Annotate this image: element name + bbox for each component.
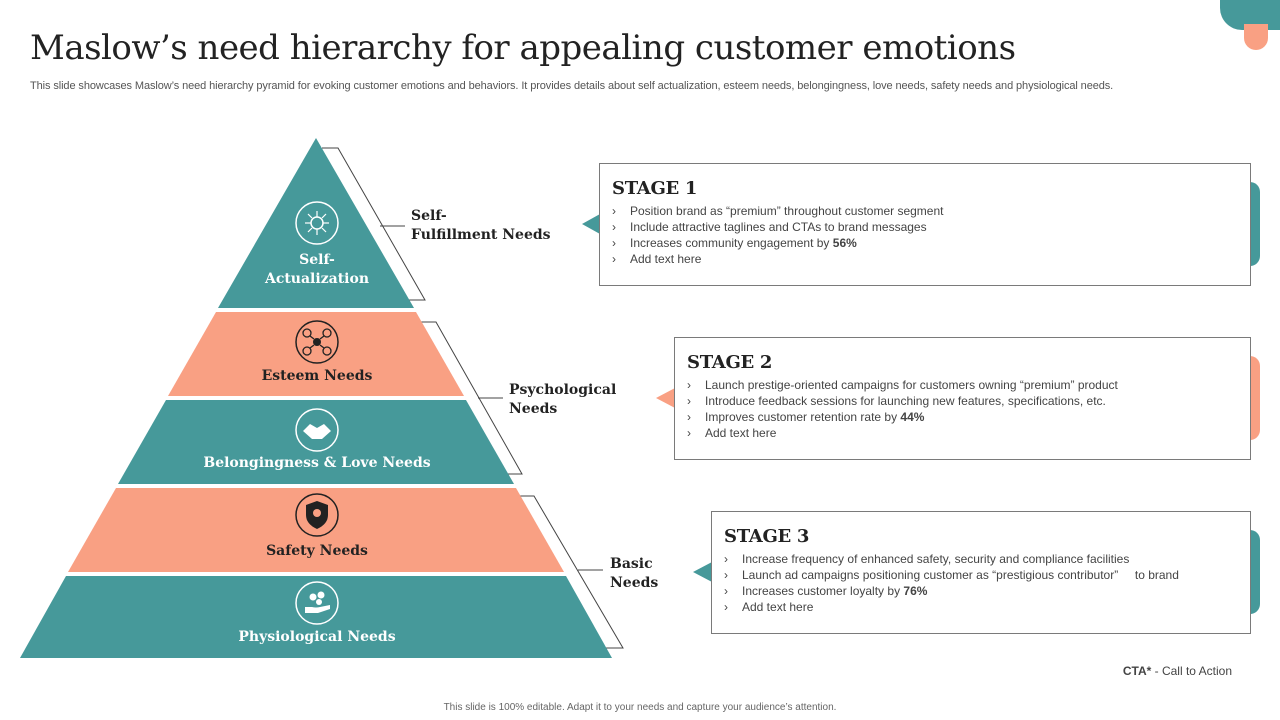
shield-person-icon — [295, 493, 339, 537]
stage1-item: Increases community engagement by 56% — [612, 235, 1238, 251]
level-label-self-actualization-line2: Actualization — [264, 271, 369, 287]
stage3-box: STAGE 3 Increase frequency of enhanced s… — [711, 511, 1251, 634]
footer-note: This slide is 100% editable. Adapt it to… — [443, 702, 837, 713]
stage1-side-tab — [1248, 182, 1260, 266]
page-subtitle: This slide showcases Maslow’s need hiera… — [30, 80, 1114, 92]
stage1-item: Add text here — [612, 251, 1238, 267]
stage2-title: STAGE 2 — [687, 352, 773, 373]
stage3-side-tab — [1248, 530, 1260, 614]
stage1-item: Position brand as “premium” throughout c… — [612, 203, 1238, 219]
group-label-self-fulfillment-line1: Self- — [411, 208, 447, 224]
stage1-box: STAGE 1 Position brand as “premium” thro… — [599, 163, 1251, 286]
network-person-icon — [295, 201, 339, 245]
level-label-belongingness: Belongingness & Love Needs — [203, 455, 430, 471]
group-label-basic-line1: Basic — [610, 556, 653, 572]
level-label-safety: Safety Needs — [266, 543, 368, 559]
hand-coins-icon — [295, 581, 339, 625]
stage2-item: Introduce feedback sessions for launchin… — [687, 393, 1238, 409]
group-label-psychological-line2: Needs — [509, 401, 557, 417]
cta-note: CTA* - Call to Action — [1122, 664, 1232, 678]
stage2-pointer — [656, 388, 675, 408]
stage3-pointer — [693, 562, 712, 582]
group-label-self-fulfillment-line2: Fulfillment Needs — [411, 227, 551, 243]
corner-decoration — [1220, 0, 1280, 50]
stage3-item: Add text here — [724, 599, 1238, 615]
stage2-item: Add text here — [687, 425, 1238, 441]
page-title: Maslow’s need hierarchy for appealing cu… — [30, 28, 1016, 68]
level-label-physiological: Physiological Needs — [238, 629, 395, 645]
level-label-self-actualization-line1: Self- — [299, 252, 335, 268]
stage2-box: STAGE 2 Launch prestige-oriented campaig… — [674, 337, 1251, 460]
stage3-item: Increases customer loyalty by 76% — [724, 583, 1238, 599]
stage2-item: Improves customer retention rate by 44% — [687, 409, 1238, 425]
group-label-basic-line2: Needs — [610, 575, 658, 591]
handshake-icon — [295, 408, 339, 452]
group-label-psychological-line1: Psychological — [509, 382, 616, 398]
stage2-item: Launch prestige-oriented campaigns for c… — [687, 377, 1238, 393]
stage1-pointer — [582, 214, 600, 234]
level-label-esteem: Esteem Needs — [262, 368, 373, 384]
stage1-title: STAGE 1 — [612, 178, 698, 199]
stage2-side-tab — [1248, 356, 1260, 440]
stage3-item: Launch ad campaigns positioning customer… — [724, 567, 1238, 583]
stage3-item: Increase frequency of enhanced safety, s… — [724, 551, 1238, 567]
stage3-title: STAGE 3 — [724, 526, 810, 547]
team-network-icon — [295, 320, 339, 364]
stage1-item: Include attractive taglines and CTAs to … — [612, 219, 1238, 235]
